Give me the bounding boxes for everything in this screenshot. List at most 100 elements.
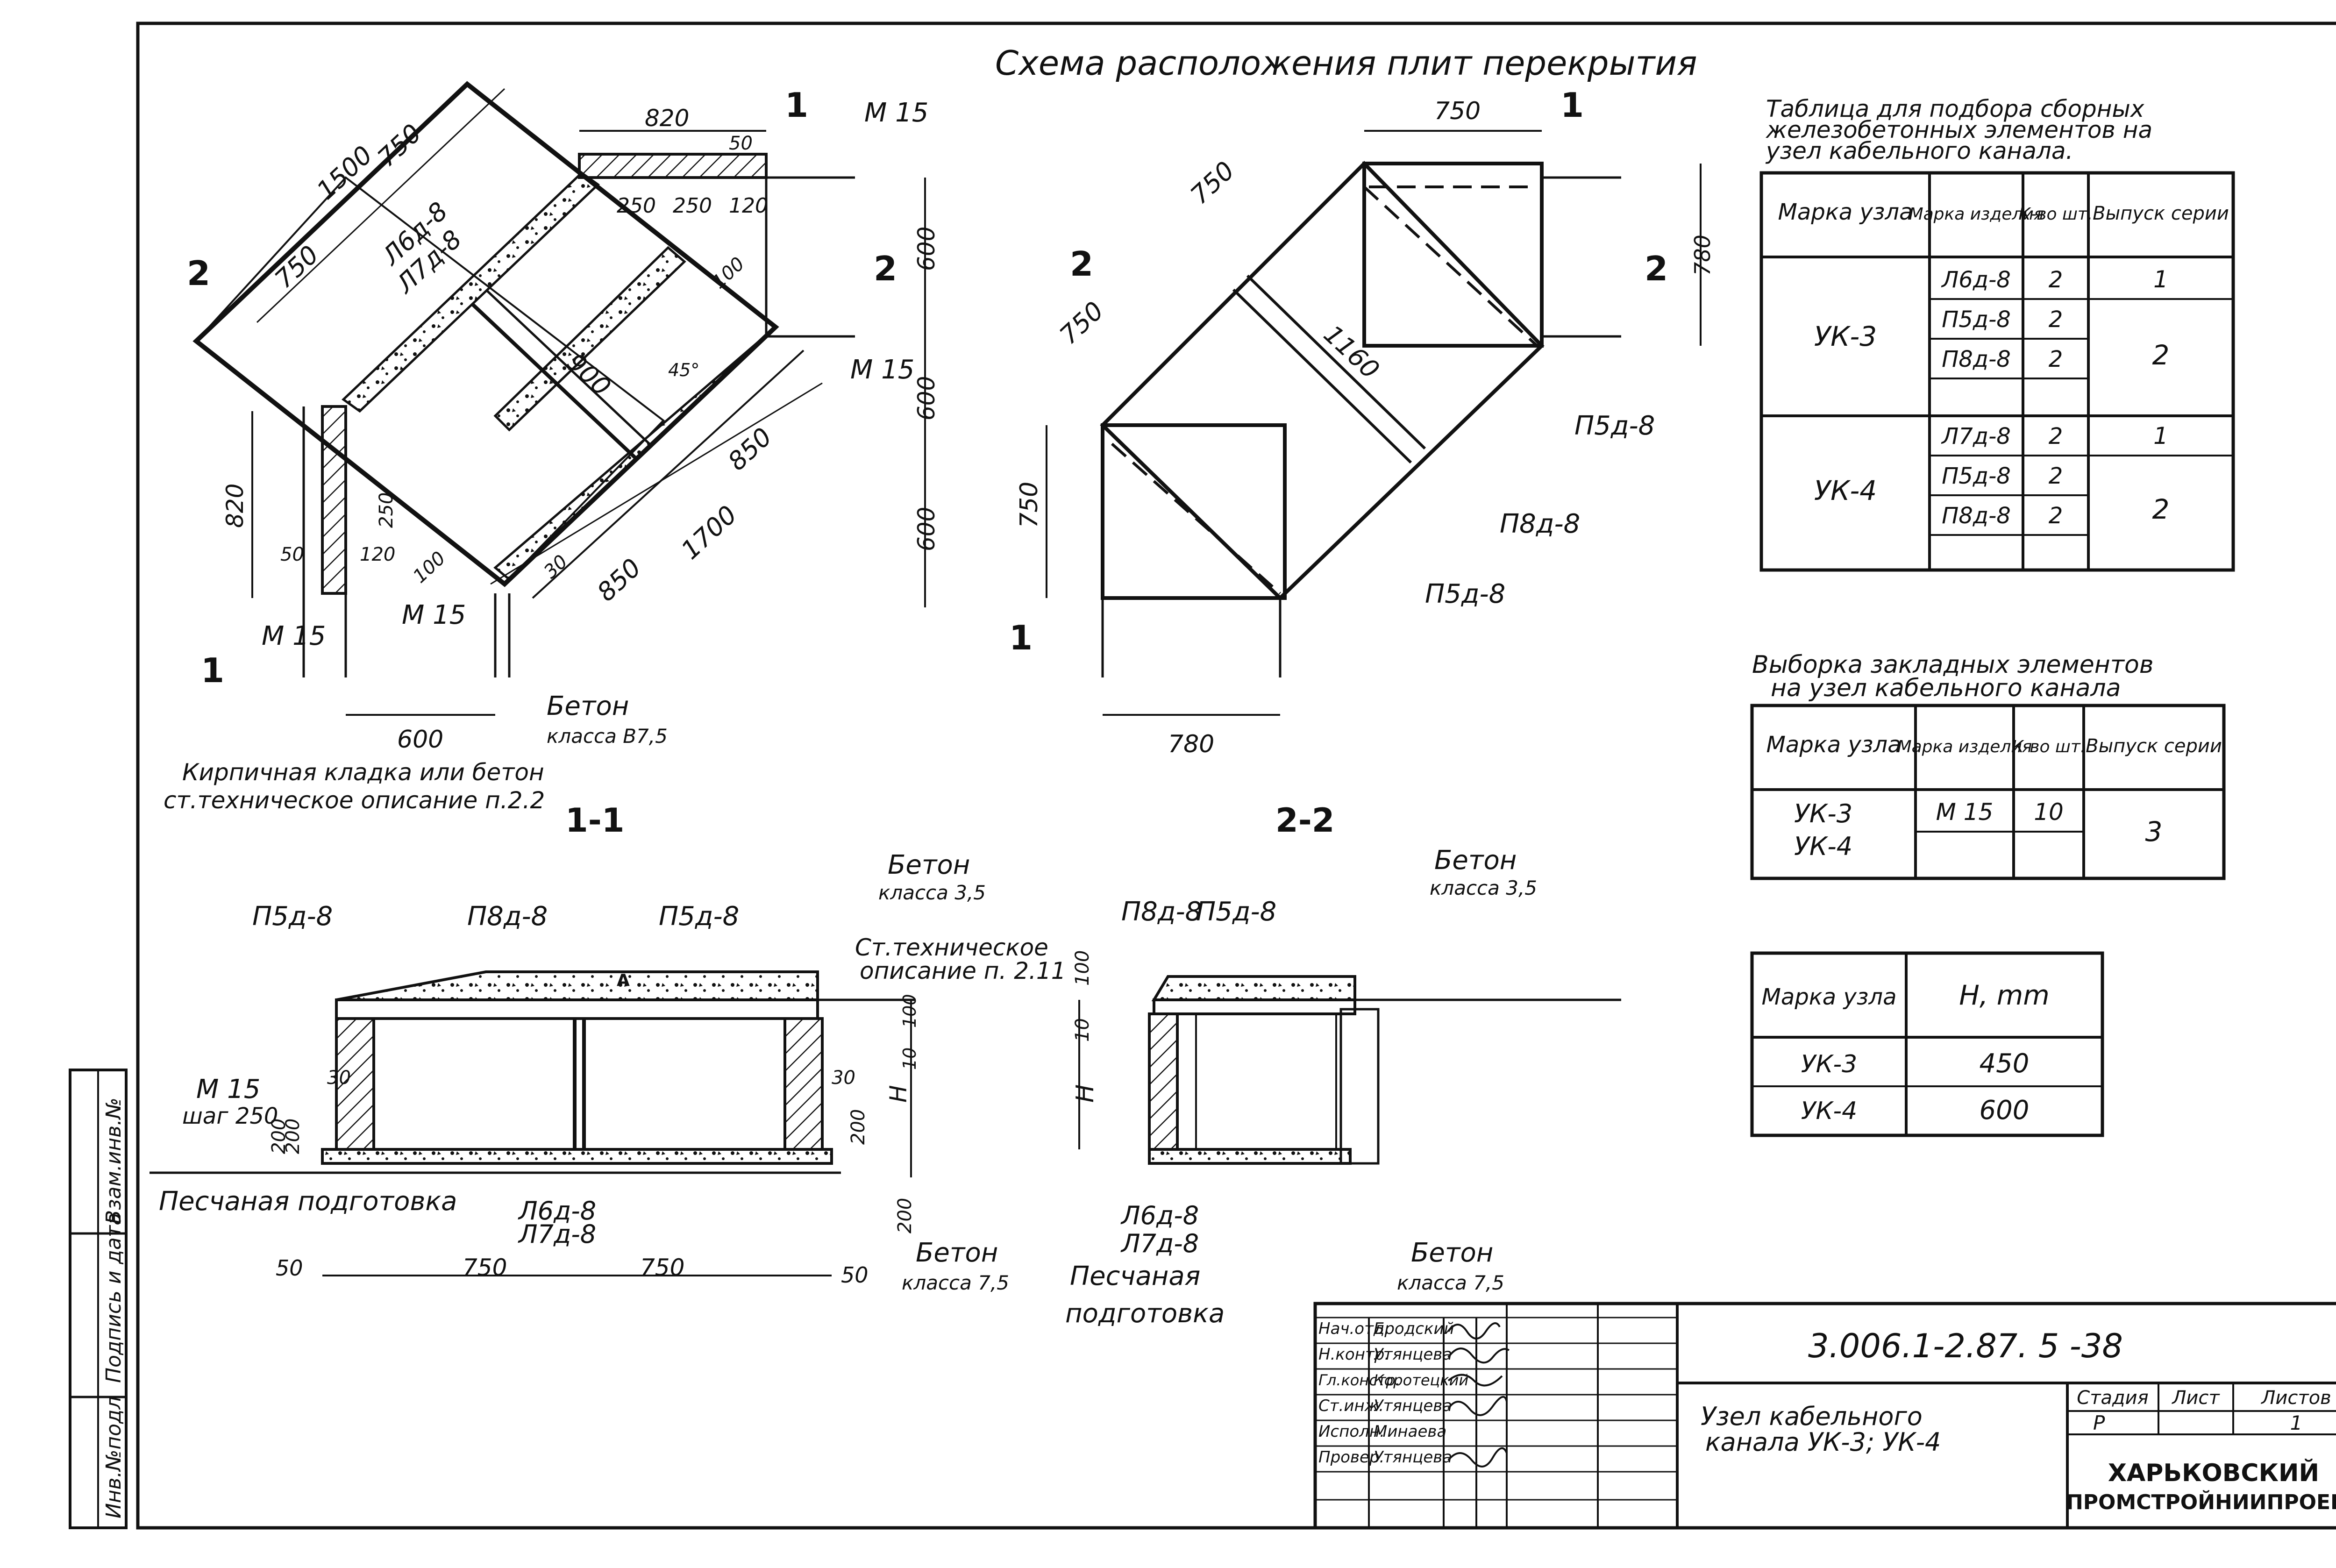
tb-name-role-3: Коротецкий — [1374, 1371, 1468, 1389]
sl-dim-30-b: 30 — [832, 1067, 855, 1089]
mark-p8: П8д-8 — [1500, 509, 1580, 539]
sl-concrete-bottom-class: класса 7,5 — [902, 1271, 1009, 1294]
dim-750-b: 750 — [269, 240, 324, 294]
tb-code: 3.006.1-2.87. 5 -38 — [1808, 1327, 2123, 1365]
t3-r2-node: УК-4 — [1801, 1097, 1857, 1125]
signature-2 — [1447, 1347, 1510, 1364]
dim-750-top: 750 — [1434, 97, 1481, 125]
tb-org-1: ХАРЬКОВСКИЙ — [2108, 1459, 2319, 1487]
dim-45-deg: 45° — [668, 360, 699, 380]
tb-name-2: канала УК-3; УК-4 — [1705, 1427, 1941, 1457]
t1-r5-qty: 2 — [2049, 463, 2063, 489]
sl-dim-200-c: 200 — [894, 1198, 916, 1233]
dim-780-right: 780 — [1690, 235, 1715, 276]
cut-mark-2-left: 2 — [187, 254, 210, 293]
sr-mark-l6: Л6д-8 — [1120, 1201, 1199, 1230]
sl-dim-200-d: 200 — [268, 1119, 290, 1154]
dim-120-left: 120 — [360, 544, 395, 565]
t1-r4-item: Л7д-8 — [1941, 423, 2011, 449]
table1-caption-1: Таблица для подбора сборных — [1766, 95, 2144, 122]
signature-3 — [1447, 1374, 1503, 1387]
cut-mark-1-r-bottom: 1 — [1009, 618, 1033, 657]
sl-m15: М 15 — [196, 1074, 260, 1105]
concrete-class: класса В7,5 — [547, 725, 668, 748]
tb-sheets-label: Листов — [2260, 1387, 2331, 1409]
t1-r3-item: П8д-8 — [1942, 346, 2011, 372]
dim-850-b: 850 — [591, 553, 647, 607]
drawing-title: Схема расположения плит перекрытия — [995, 43, 1697, 83]
stamp-inv: Инв.№подл — [102, 1396, 126, 1518]
tb-stage-label: Стадия — [2077, 1387, 2148, 1409]
mark-m15-a: М 15 — [864, 98, 928, 128]
tb-name-1: Узел кабельного — [1701, 1402, 1923, 1431]
t2-item: М 15 — [1936, 798, 1994, 826]
t3-r1-node: УК-3 — [1801, 1050, 1857, 1078]
table2-caption-2: на узел кабельного канала — [1771, 674, 2121, 702]
dim-30: 30 — [540, 551, 572, 583]
dim-100-b: 100 — [409, 548, 449, 588]
dim-50-left: 50 — [280, 544, 304, 565]
dim-820-top: 820 — [645, 105, 689, 132]
table2-caption-1: Выборка закладных элементов — [1752, 651, 2154, 679]
cut-mark-1-bottom: 1 — [201, 651, 224, 690]
t1-r1-qty: 2 — [2049, 267, 2063, 293]
dim-600-a: 600 — [913, 227, 940, 271]
table1-caption-3: узел кабельного канала. — [1765, 137, 2073, 164]
sr-dim-100: 100 — [1072, 950, 1093, 986]
t1-r6-item: П8д-8 — [1942, 503, 2011, 529]
sr-concrete-top-class: класса 3,5 — [1430, 877, 1537, 899]
tb-role-1: Нач.отд. — [1318, 1319, 1389, 1338]
t2-h-qty: К-во шт. — [2012, 737, 2086, 756]
dim-250-left: 250 — [376, 492, 397, 528]
sr-concrete-bottom: Бетон — [1411, 1238, 1493, 1268]
tb-sheets: 1 — [2290, 1411, 2303, 1434]
dim-1160: 1160 — [1318, 319, 1385, 385]
sr-dim-10: 10 — [1072, 1018, 1093, 1042]
sl-tech-note-1: Ст.техническое — [855, 934, 1048, 961]
sl-dim-10: 10 — [899, 1048, 920, 1070]
sl-step: шаг 250 — [182, 1103, 278, 1129]
tb-org-2: ПРОМСТРОЙНИИПРОЕКТ — [2066, 1490, 2336, 1514]
dim-50-top: 50 — [729, 133, 753, 154]
section-right: П8д-8 П5д-8 Бетон класса 3,5 100 10 H Л6… — [1065, 845, 1621, 1329]
signature-5 — [1447, 1447, 1508, 1468]
concrete-label: Бетон — [547, 691, 629, 721]
frame — [136, 21, 2336, 1530]
t1-node-uk3: УК-3 — [1814, 321, 1877, 352]
side-stamp: Инв.№подл Подпись и дата Взам.инв.№ — [69, 1069, 128, 1529]
dim-850-a: 850 — [722, 422, 777, 476]
sl-concrete-top-class: класса 3,5 — [878, 881, 986, 904]
t1-r6-qty: 2 — [2049, 503, 2063, 529]
section-2-2-label: 2-2 — [1275, 801, 1334, 840]
sl-concrete-top: Бетон — [888, 850, 970, 880]
dim-820-left: 820 — [221, 484, 249, 528]
t1-r2-qty: 2 — [2049, 306, 2063, 333]
sr-mark-l7: Л7д-8 — [1120, 1229, 1199, 1258]
sl-dim-h: H — [885, 1085, 912, 1103]
t3-h-h: H, mm — [1959, 979, 2049, 1011]
tb-role-2: Н.контр. — [1318, 1345, 1389, 1364]
mark-p5-b: П5д-8 — [1425, 579, 1505, 609]
tb-role-6: Провер. — [1318, 1448, 1384, 1467]
masonry-note-1: Кирпичная кладка или бетон — [182, 759, 544, 786]
sr-mark-p5: П5д-8 — [1196, 897, 1276, 927]
sl-mark-l7: Л7д-8 — [518, 1219, 596, 1249]
t1-r2-item: П5д-8 — [1942, 306, 2011, 333]
sl-flag: A — [617, 971, 630, 990]
t3-r1-h: 450 — [1980, 1048, 2030, 1079]
tb-name-role-4: Утянцева — [1374, 1397, 1452, 1415]
t2-h-item: Марка изделия — [1897, 737, 2032, 756]
tb-sheet-label: Лист — [2171, 1387, 2220, 1409]
mark-p5-a: П5д-8 — [1574, 411, 1655, 441]
sl-dim-30-a: 30 — [327, 1067, 351, 1089]
t1-g1-series-b: 2 — [2152, 339, 2170, 371]
dim-750-diag-b: 750 — [1054, 296, 1109, 350]
dim-120-top: 120 — [729, 194, 768, 218]
section-left: П5д-8 П8д-8 П5д-8 Бетон класса 3,5 Ст.те… — [150, 850, 1066, 1294]
t2-series: 3 — [2145, 816, 2163, 848]
table-precast-elements: Таблица для подбора сборных железобетонн… — [1759, 95, 2235, 572]
sl-mark-p5-b: П5д-8 — [659, 901, 739, 932]
t1-r1-item: Л6д-8 — [1941, 267, 2011, 293]
sl-mark-l6: Л6д-8 — [518, 1196, 596, 1226]
dim-750-left: 750 — [1015, 482, 1043, 528]
